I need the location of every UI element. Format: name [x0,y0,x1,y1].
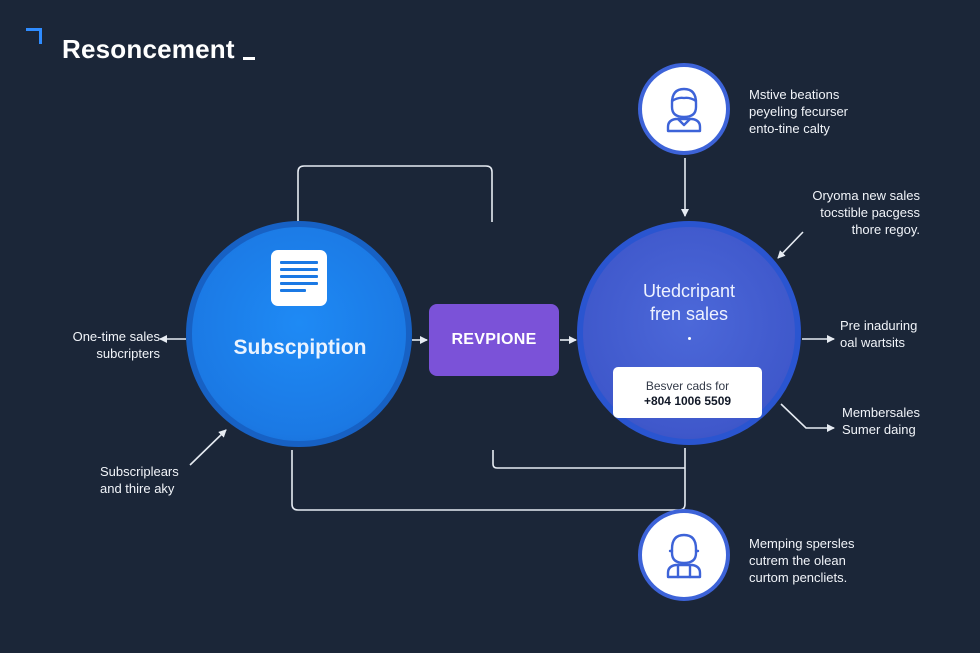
right-node-label: Utedcripant fren sales [600,280,778,326]
note-line: Subscriplears [100,464,179,479]
note-line: One-time sales [72,329,160,344]
note-line: peyeling fecurser [749,104,848,119]
note-mstive-beations: Mstive beations peyeling fecurser ento-t… [749,86,848,137]
arrow-to-right-circle [777,231,804,259]
loop-top [297,165,493,222]
note-line: subcripters [96,346,160,361]
note-line: curtom pencliets. [749,570,848,585]
right-node-dot [688,337,691,340]
title-underscore [242,57,255,60]
note-pre-inaduring: Pre inaduring oal wartsits [840,317,917,351]
right-node-label-line1: Utedcripant [642,281,736,301]
note-line: Membersales [842,405,921,420]
note-line: oal wartsits [840,335,906,350]
note-membersales: Membersales Sumer daing [842,404,920,438]
note-memping-spersles: Memping spersles cutrem the olean curtom… [749,535,855,586]
user-icon [638,63,730,155]
note-line: cutrem the olean [749,553,846,568]
note-subscriplears: Subscriplears and thire aky [100,463,179,497]
page-title: Resoncement [62,34,255,65]
note-one-time-sales: One-time sales subcripters [62,328,160,362]
note-oryoma-new-sales: Oryoma new sales tocstible pacgess thore… [808,187,920,238]
phone-card-number: +804 1006 5509 [643,394,732,408]
subscription-label: Subscpiption [233,336,367,359]
arrow-to-right-note-4 [780,403,835,432]
note-line: thore regoy. [851,222,920,237]
phone-card: Besver cads for +804 1006 5509 [613,367,762,418]
note-line: Pre inaduring [840,318,918,333]
note-line: Mstive beations [749,87,840,102]
phone-card-caption: Besver cads for [645,379,730,393]
document-icon [271,250,327,306]
note-line: Oryoma new sales [812,188,920,203]
middle-box-label: REVPIONE [451,331,537,348]
loop-bottom [291,448,686,511]
note-line: ento-tine calty [749,121,830,136]
loop-bottom-inner [492,450,685,469]
middle-process-box: REVPIONE [429,304,559,376]
note-line: and thire aky [100,481,175,496]
arrow-from-left-note-2 [189,429,227,466]
user-icon [638,509,730,601]
note-line: Memping spersles [749,536,855,551]
note-line: Sumer daing [842,422,916,437]
note-line: tocstible pacgess [820,205,920,220]
right-node-label-line2: fren sales [649,304,729,324]
corner-accent [26,28,42,44]
